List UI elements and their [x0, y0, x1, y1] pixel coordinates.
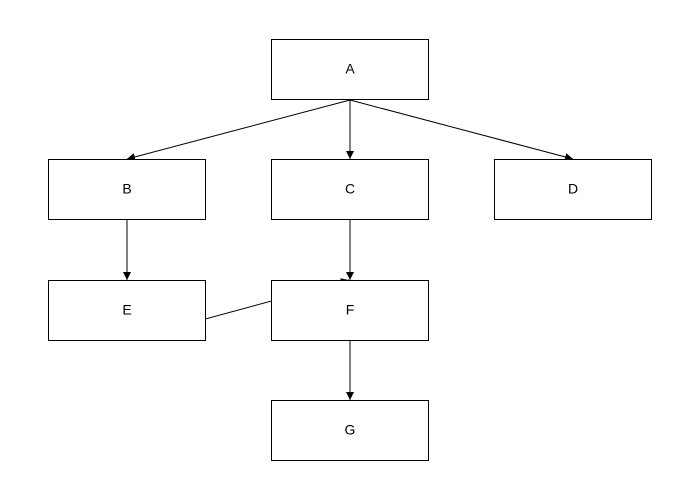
node-e-box [48, 280, 206, 341]
node-g-label: G [345, 422, 356, 438]
node-a-label: A [345, 61, 355, 77]
node-a-box [271, 39, 429, 100]
node-e: E [48, 280, 206, 341]
node-f-box [271, 280, 429, 341]
node-c-box [271, 159, 429, 220]
node-c: C [271, 159, 429, 220]
node-f-label: F [346, 302, 355, 318]
node-c-label: C [345, 181, 355, 197]
edge-a-b [126, 99, 351, 161]
node-a: A [271, 39, 429, 100]
node-g: G [271, 400, 429, 461]
node-b: B [48, 159, 206, 220]
node-b-box [48, 159, 206, 220]
node-g-box [271, 400, 429, 461]
node-d-box [494, 159, 652, 220]
node-f: F [271, 280, 429, 341]
node-e-label: E [122, 302, 131, 318]
node-group: A B C D E F [48, 39, 652, 461]
node-d-label: D [568, 181, 578, 197]
edge-a-d [349, 99, 574, 161]
node-b-label: B [122, 181, 131, 197]
edge-group [123, 99, 574, 400]
node-d: D [494, 159, 652, 220]
